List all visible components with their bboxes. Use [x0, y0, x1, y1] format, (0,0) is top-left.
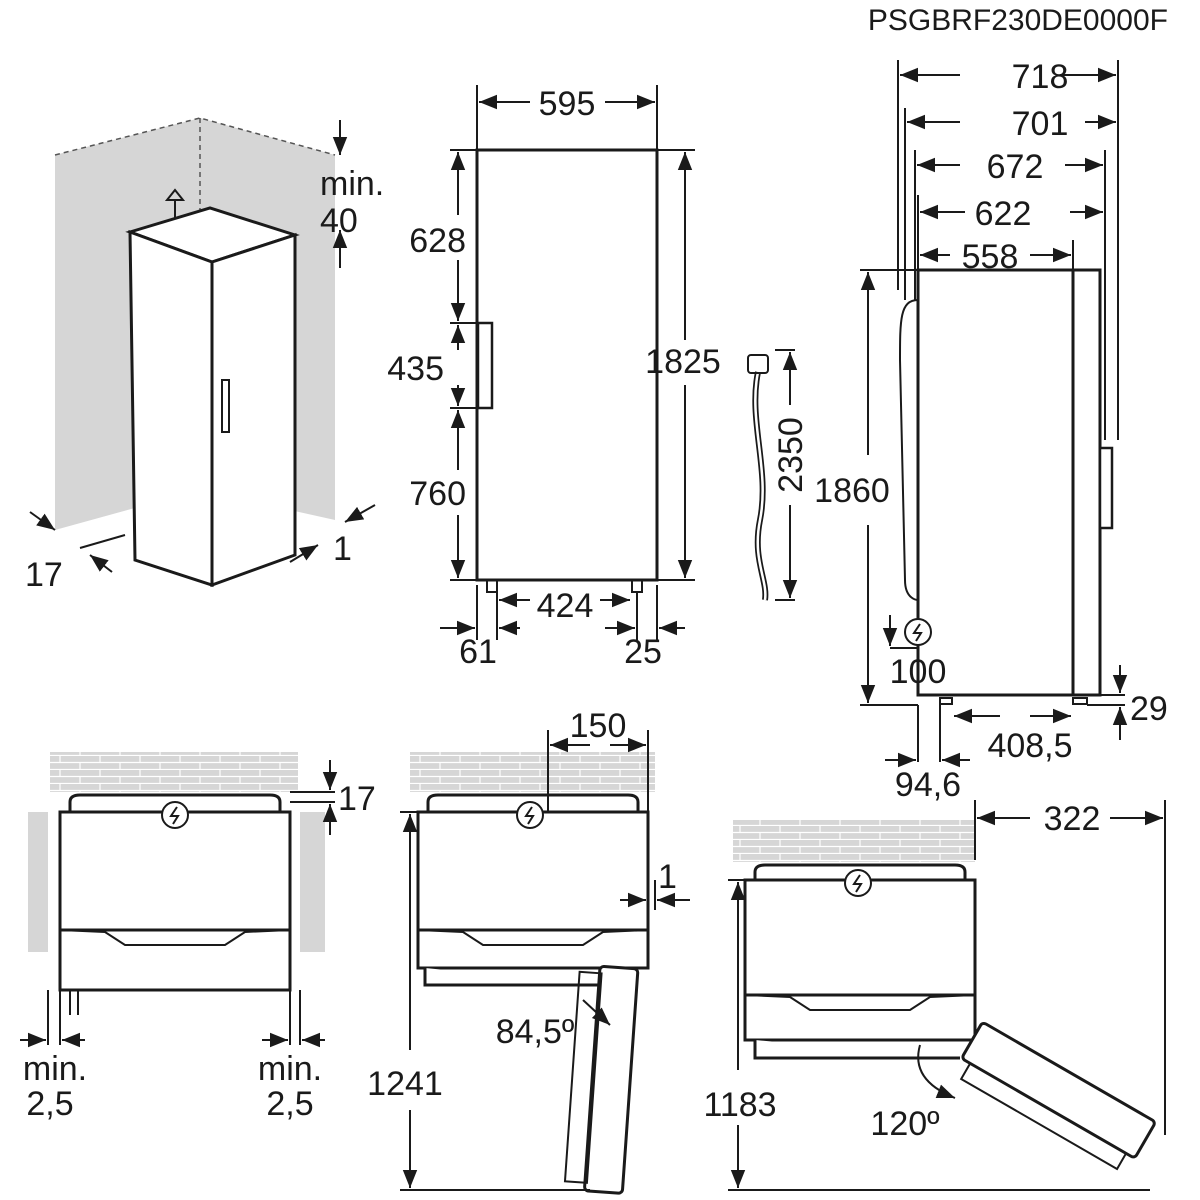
foot-offset-label: 94,6 [895, 766, 961, 804]
up-arrow-icon [164, 188, 186, 218]
depth-701-label: 701 [1012, 105, 1069, 143]
left-foot-offset-label: 61 [459, 633, 497, 671]
door-handle [221, 379, 230, 433]
power-cord: 2350 [747, 349, 810, 601]
plug-icon [747, 354, 769, 374]
hinge-offset-label: 150 [570, 707, 627, 745]
clearance-top-value: 40 [320, 202, 358, 240]
height-label: 1825 [645, 343, 721, 381]
rear-gap-label: 17 [338, 780, 376, 818]
feet-spacing-label: 424 [537, 587, 594, 625]
front-view: 595 628 435 760 1825 424 61 25 [387, 85, 721, 671]
top-to-handle-label: 628 [409, 222, 466, 260]
door-handle [1098, 446, 1114, 530]
depth-718-label: 718 [1012, 58, 1069, 96]
left-clearance-label: min. [23, 1050, 87, 1088]
width-label: 595 [539, 85, 596, 123]
depth-open-label: 1183 [703, 1086, 776, 1124]
side-gap-label: 1 [658, 858, 677, 896]
door-handle [476, 321, 494, 410]
model-code: PSGBRF230DE0000F [868, 4, 1168, 37]
depth-558-label: 558 [962, 238, 1019, 276]
foot-depth-408-label: 408,5 [987, 727, 1072, 765]
left-clearance-value: 2,5 [26, 1085, 73, 1123]
depth-622-label: 622 [975, 195, 1032, 233]
plug-height-label: 100 [890, 653, 947, 691]
top-view-door-120: 322 120º 1183 [703, 800, 1166, 1191]
door-angle-label: 84,5º [496, 1013, 575, 1051]
height-1860-label: 1860 [814, 472, 890, 510]
side-gap-label: 17 [25, 556, 63, 594]
door-angle-label: 120º [870, 1105, 939, 1143]
width-needed-label: 322 [1044, 800, 1101, 838]
side-view: 718 701 672 622 558 1860 100 29 94,6 408… [814, 58, 1168, 804]
rear-gap-label: 1 [333, 530, 352, 568]
top-view-clearance: 17 min. 2,5 min. 2,5 [20, 752, 376, 1123]
right-clearance-value: 2,5 [266, 1085, 313, 1123]
foot-height-label: 29 [1130, 690, 1168, 728]
cord-length-label: 2350 [772, 417, 810, 493]
handle-to-bottom-label: 760 [409, 475, 466, 513]
perspective-view: min. 40 17 1 [25, 117, 384, 594]
right-clearance-label: min. [258, 1050, 322, 1088]
handle-height-label: 435 [387, 350, 444, 388]
depth-open-label: 1241 [367, 1065, 443, 1103]
depth-672-label: 672 [987, 148, 1044, 186]
right-foot-offset-label: 25 [624, 633, 662, 671]
clearance-top-label: min. [320, 165, 384, 203]
top-view-door-84: 150 1 84,5º 1241 [367, 707, 690, 1195]
